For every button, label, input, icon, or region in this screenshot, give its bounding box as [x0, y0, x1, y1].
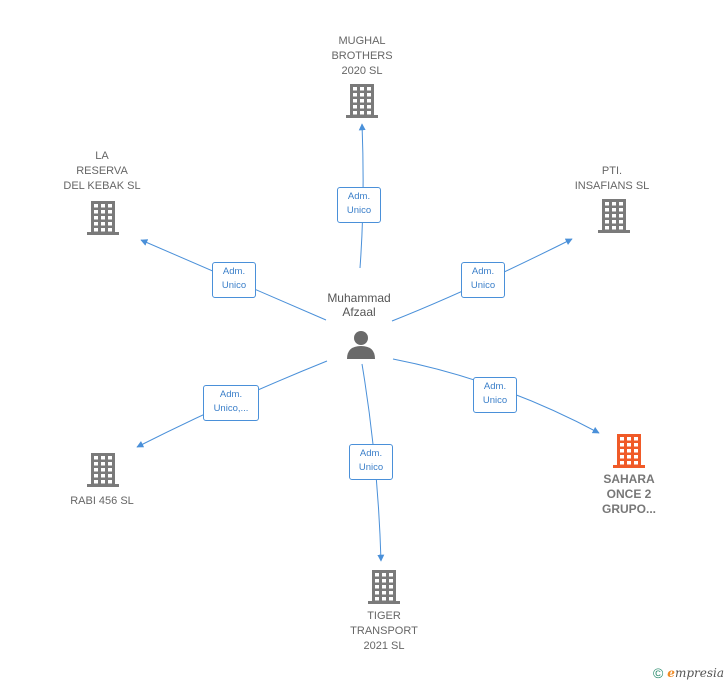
role-badge-tiger[interactable]: Adm. Unico: [349, 444, 393, 480]
building-icon[interactable]: [87, 201, 119, 235]
company-label-sahara[interactable]: SAHARA ONCE 2 GRUPO...: [601, 472, 656, 516]
company-label-tiger[interactable]: TIGER TRANSPORT 2021 SL: [350, 610, 418, 652]
company-label-reserva[interactable]: LA RESERVA DEL KEBAK SL: [63, 150, 141, 192]
role-badge-sahara[interactable]: Adm. Unico: [473, 377, 517, 413]
company-label-mughal[interactable]: MUGHAL BROTHERS 2020 SL: [331, 35, 393, 77]
building-icon[interactable]: [598, 199, 630, 233]
role-badge-rabi[interactable]: Adm. Unico,...: [203, 385, 259, 421]
company-label-rabi[interactable]: RABI 456 SL: [70, 495, 134, 507]
role-badge-reserva[interactable]: Adm. Unico: [212, 262, 256, 298]
role-badge-mughal[interactable]: Adm. Unico: [337, 187, 381, 223]
building-icon[interactable]: [368, 570, 400, 604]
company-label-pti[interactable]: PTI. INSAFIANS SL: [574, 165, 650, 192]
building-icon[interactable]: [346, 84, 378, 118]
role-badge-pti[interactable]: Adm. Unico: [461, 262, 505, 298]
copyright-icon: ©: [652, 665, 664, 681]
building-icon[interactable]: [87, 453, 119, 487]
person-icon[interactable]: [347, 331, 375, 359]
brand-logo[interactable]: empresia: [667, 666, 724, 680]
building-icon[interactable]: [613, 434, 645, 468]
center-person-label[interactable]: Muhammad Afzaal: [327, 291, 391, 319]
footer-brand: © empresia: [653, 665, 724, 681]
